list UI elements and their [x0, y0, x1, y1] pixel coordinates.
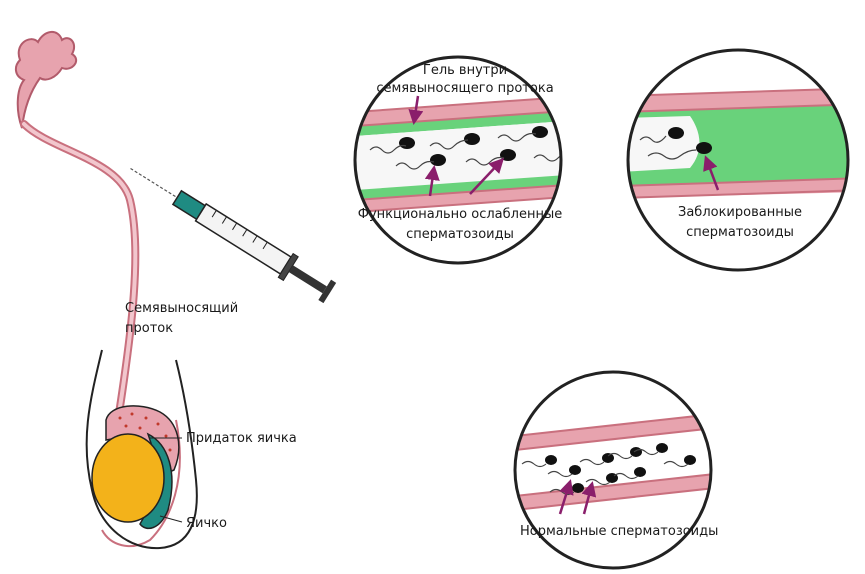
- label-vas-deferens-1: Семявыносящий: [125, 300, 238, 317]
- duct-tube: [24, 124, 135, 420]
- label-vas-deferens-2: проток: [125, 320, 173, 337]
- label-testis: Яичко: [186, 515, 227, 532]
- label-normal-sperm: Нормальные сперматозоиды: [520, 523, 710, 540]
- label-gel-inside-2: семявыносящего протока: [375, 80, 555, 97]
- label-blocked-sperm-2: сперматозоиды: [670, 224, 810, 241]
- magnified-normal-duct: [510, 370, 720, 570]
- label-weakened-sperm-2: сперматозоиды: [370, 226, 550, 243]
- label-gel-inside-1: Гель внутри: [395, 62, 535, 79]
- magnified-blocked-duct: [620, 40, 865, 280]
- label-epididymis: Придаток яичка: [186, 430, 297, 447]
- syringe-illustration: [123, 157, 337, 305]
- label-blocked-sperm-1: Заблокированные: [670, 204, 810, 221]
- seminal-vesicle-shape: [16, 32, 76, 128]
- vas-deferens-anatomy: [16, 32, 197, 548]
- testis-shape: [92, 434, 164, 522]
- label-weakened-sperm-1: Функционально ослабленные: [345, 206, 575, 223]
